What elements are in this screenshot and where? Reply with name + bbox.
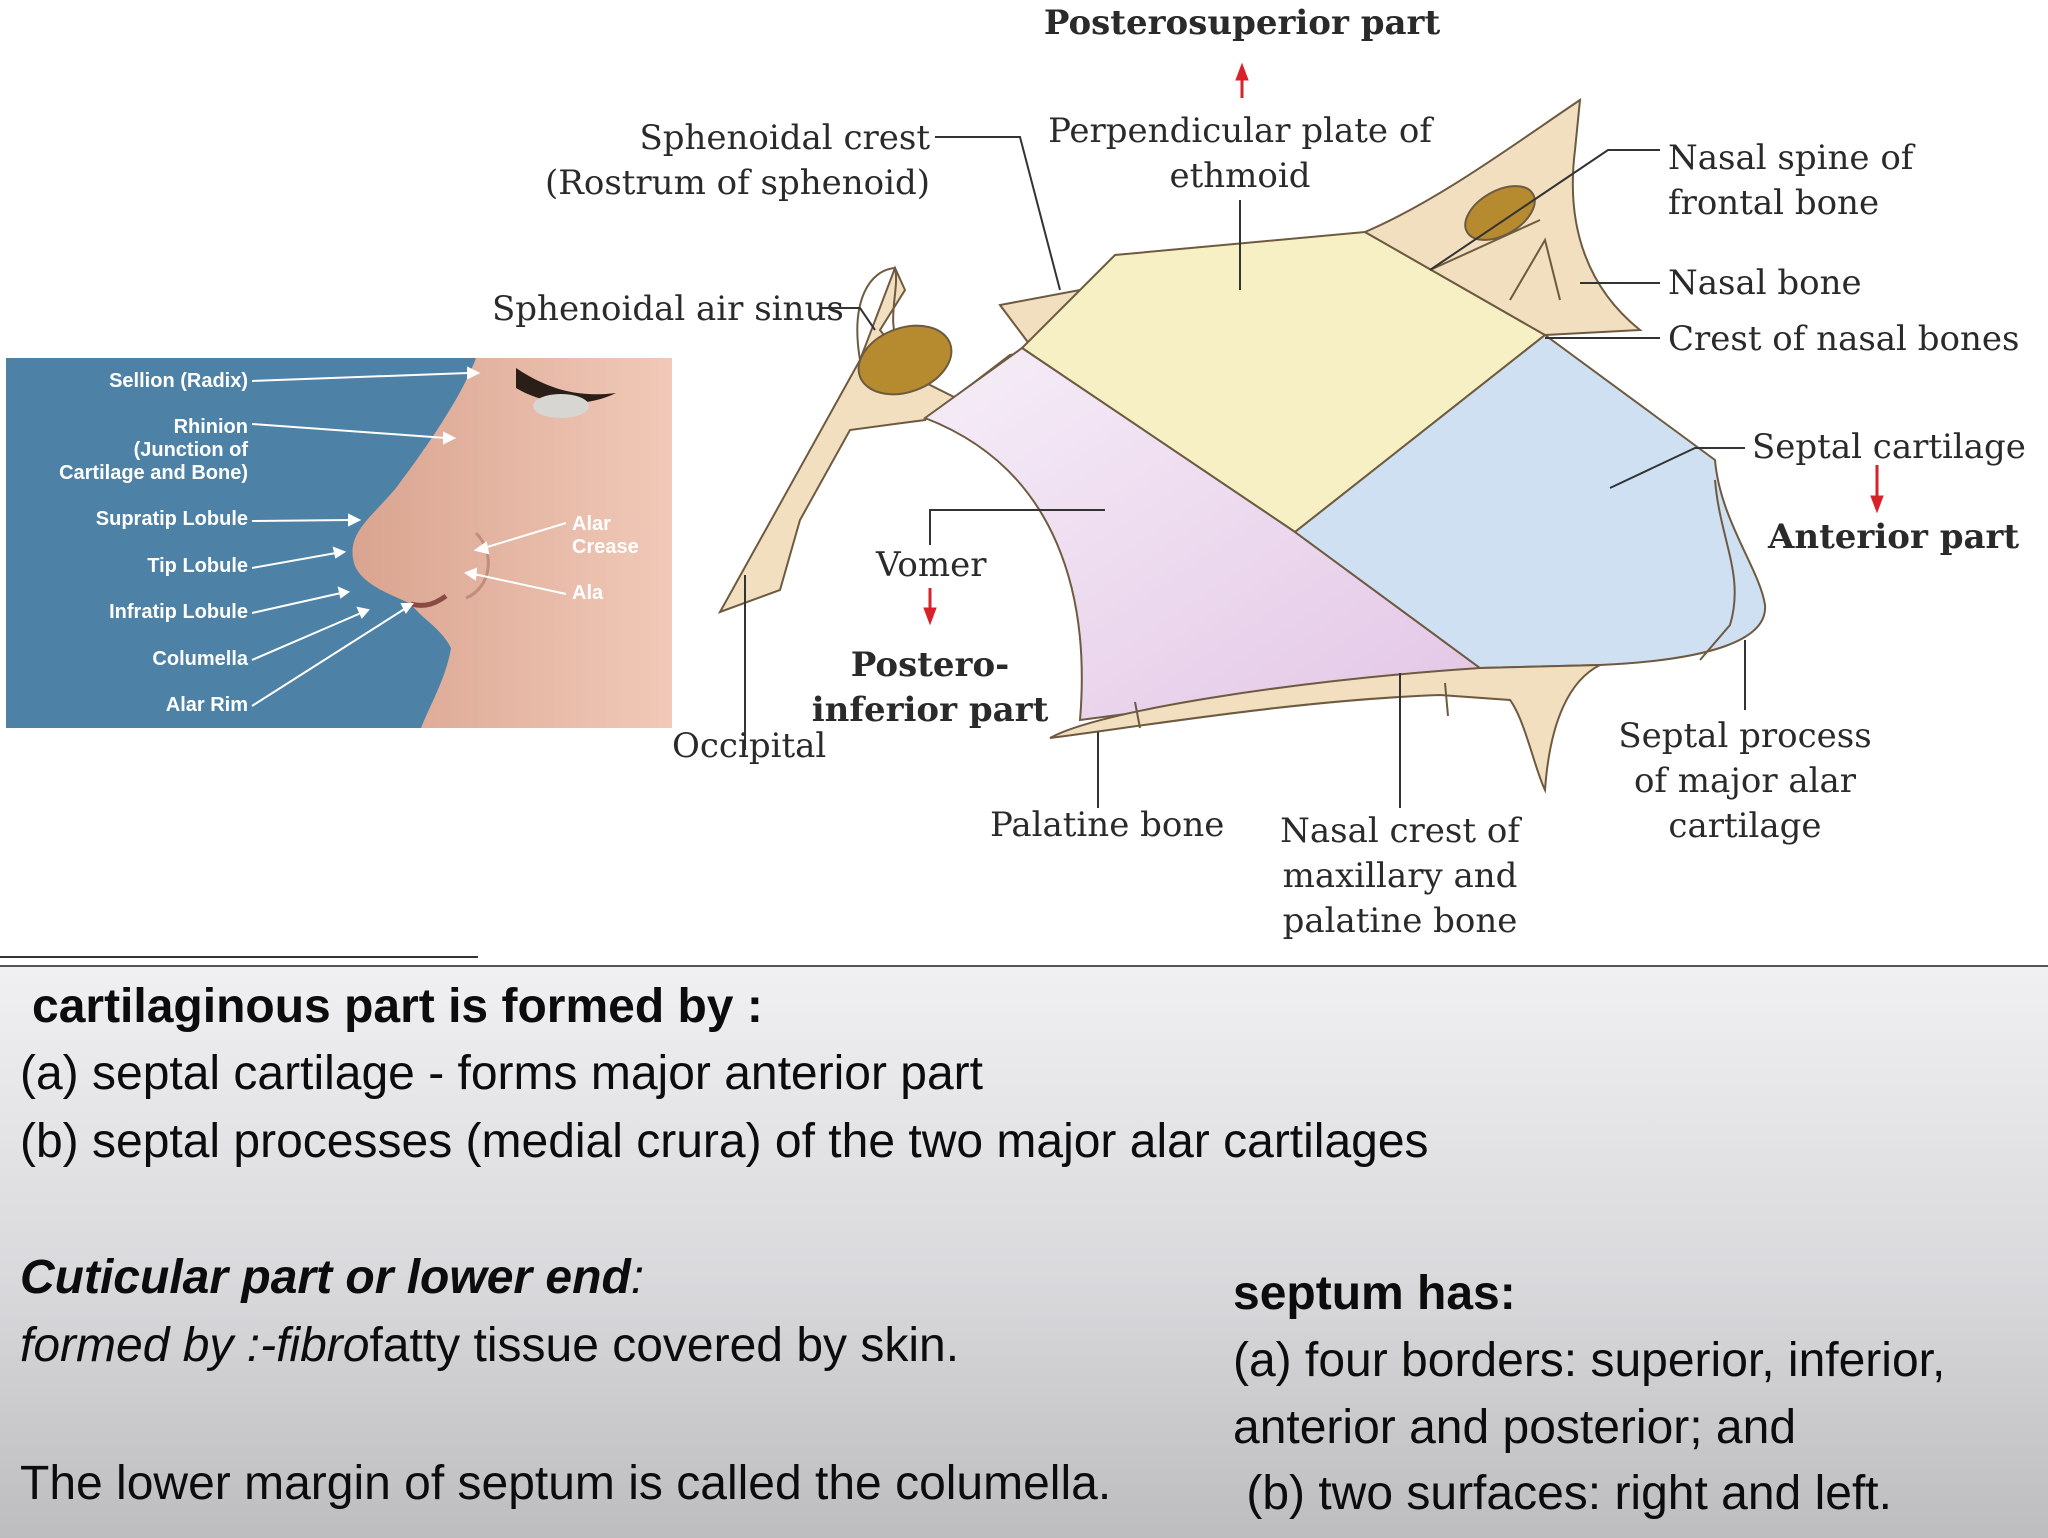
crest-nasal-bones-label: Crest of nasal bones xyxy=(1668,319,2020,359)
item-a-text: (a) septal cartilage - forms major anter… xyxy=(20,1047,983,1100)
rostrum-label: (Rostrum of sphenoid) xyxy=(544,163,930,203)
columella-text: The lower margin of septum is called the… xyxy=(20,1457,1112,1510)
alar-rim-label: Alar Rim xyxy=(165,694,248,716)
septal-cartilage-label: Septal cartilage xyxy=(1752,427,2026,467)
septum-heading: septum has: xyxy=(1233,1267,1516,1320)
alar-crease-label-1: Alar xyxy=(572,513,611,535)
septal-process-label-1: Septal process xyxy=(1618,716,1872,756)
sphenoidal-sinus-label: Sphenoidal air sinus xyxy=(492,289,844,329)
supratip-lobule-label: Supratip Lobule xyxy=(95,508,248,530)
leader-lines xyxy=(744,136,1746,808)
divider-line xyxy=(0,956,478,958)
nasal-crest-label-3: palatine bone xyxy=(1282,901,1518,941)
infratip-lobule-label: Infratip Lobule xyxy=(109,601,248,623)
rhinion-cartilage-label: Cartilage and Bone) xyxy=(59,462,248,484)
septum-a-line2: anterior and posterior; and xyxy=(1233,1401,1797,1454)
photo-arrows xyxy=(251,366,567,707)
posteroinferior-label-1: Postero- xyxy=(850,645,1010,685)
tip-lobule-label: Tip Lobule xyxy=(147,555,248,577)
sphenoid-bone xyxy=(717,265,1082,614)
frontal-bone-label: frontal bone xyxy=(1668,183,1880,223)
vomer-shape xyxy=(922,346,1483,722)
ala-label: Ala xyxy=(572,582,604,604)
septum-illustration xyxy=(717,62,1884,808)
rhinion-label: Rhinion xyxy=(173,416,248,438)
cuticular-heading-text: Cuticular part or lower end xyxy=(20,1251,631,1304)
rhinion-junction-label: (Junction of xyxy=(133,439,248,461)
nasal-crest-label-1: Nasal crest of xyxy=(1280,811,1520,851)
vomer-label: Vomer xyxy=(876,545,987,585)
posterosuperior-label: Posterosuperior part xyxy=(1043,3,1441,43)
direction-arrows xyxy=(923,62,1884,626)
nasal-septum-diagram: Posterosuperior part Sphenoidal crest (R… xyxy=(6,3,2026,941)
anterior-part-label: Anterior part xyxy=(1768,517,2020,557)
ethmoid-label: ethmoid xyxy=(1169,156,1311,196)
nasal-bone-label: Nasal bone xyxy=(1668,263,1862,303)
alar-crease-label-2: Crease xyxy=(572,536,639,558)
palatine-bone-label: Palatine bone xyxy=(990,805,1225,845)
face-profile-illustration xyxy=(352,358,672,728)
posteroinferior-label-2: inferior part xyxy=(811,690,1049,730)
septal-cartilage-shape xyxy=(1293,333,1767,670)
occipital-label: Occipital xyxy=(672,726,827,766)
columella-photo-label: Columella xyxy=(152,648,248,670)
formed-by-text: formed by :-fibrofatty tissue covered by… xyxy=(20,1316,959,1376)
palatine-maxilla-shape xyxy=(1049,664,1601,794)
septal-process-label-2: of major alar xyxy=(1633,761,1857,801)
sellion-label: Sellion (Radix) xyxy=(109,370,248,392)
formed-by-italic: formed by :-fibro xyxy=(20,1319,370,1372)
septal-process-label-3: cartilage xyxy=(1668,806,1822,846)
sphenoidal-crest-label: Sphenoidal crest xyxy=(639,118,930,158)
formed-by-rest: fatty tissue covered by skin. xyxy=(369,1319,960,1372)
nasal-spine-label: Nasal spine of xyxy=(1668,138,1914,178)
nose-profile-photo: Sellion (Radix) Rhinion (Junction of Car… xyxy=(6,358,672,728)
text-panel: cartilaginous part is formed by : (a) se… xyxy=(0,965,2048,1538)
cuticular-heading: Cuticular part or lower end: xyxy=(20,1248,644,1308)
cartilaginous-heading: cartilaginous part is formed by : xyxy=(32,980,763,1033)
nasal-crest-label-2: maxillary and xyxy=(1282,856,1518,896)
septum-a-line1: (a) four borders: superior, inferior, xyxy=(1233,1334,1946,1387)
item-b-text: (b) septal processes (medial crura) of t… xyxy=(20,1115,1429,1168)
septum-b-line: (b) two surfaces: right and left. xyxy=(1233,1467,1892,1520)
perpendicular-plate-label: Perpendicular plate of xyxy=(1048,111,1432,151)
sphenoidal-sinus-shape xyxy=(857,324,953,396)
cuticular-colon: : xyxy=(630,1251,645,1304)
